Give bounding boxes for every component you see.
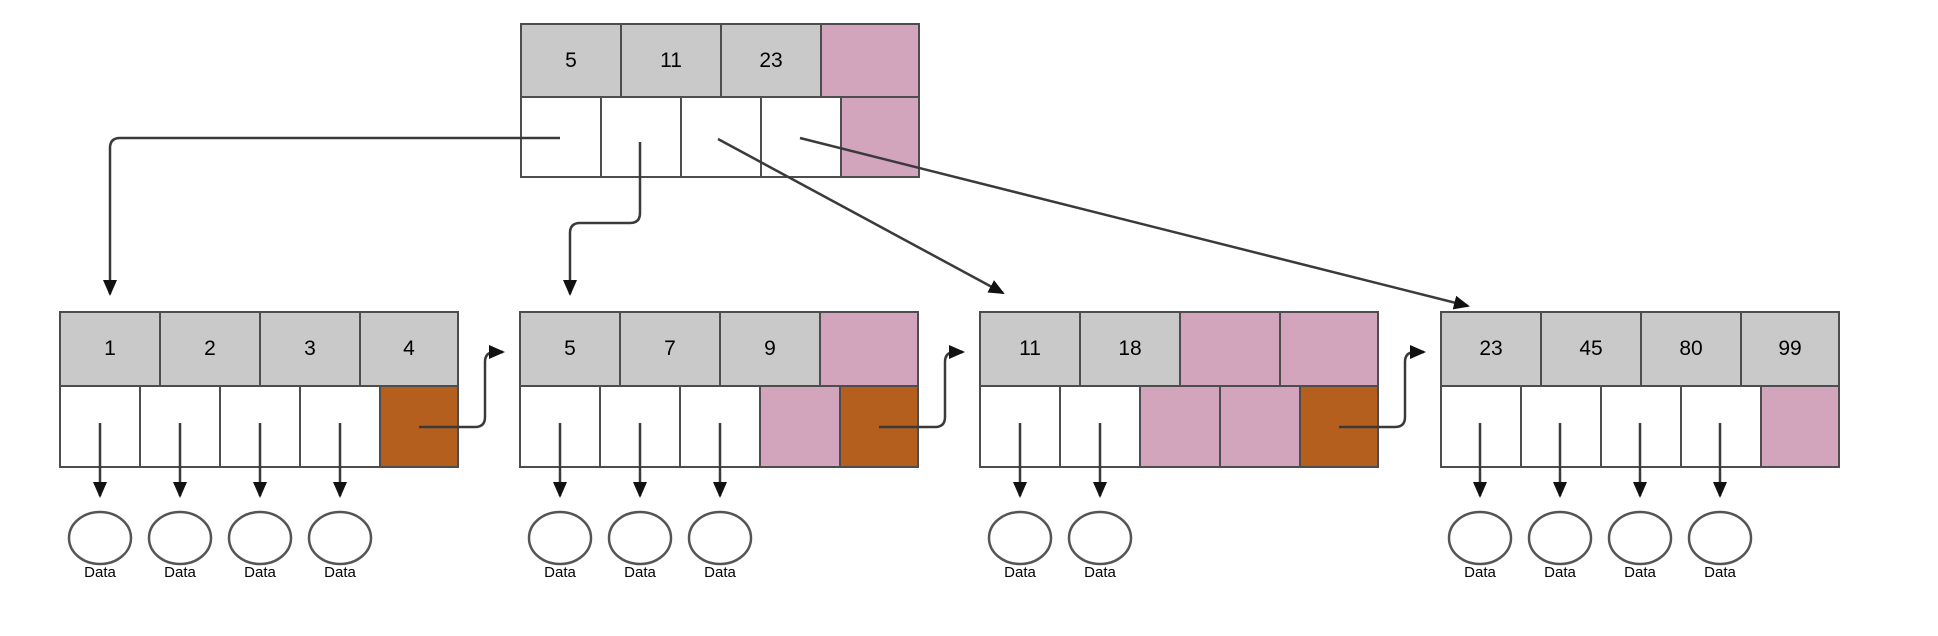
root-pointer-cell-3 xyxy=(760,96,842,178)
leaf1-next-pointer-cell xyxy=(379,385,459,468)
leaf3-empty-pointer-cell-0 xyxy=(1139,385,1221,468)
leaf1-key-cell-3: 4 xyxy=(359,311,459,387)
leaf4-key-cell-3: 99 xyxy=(1740,311,1840,387)
leaf3-empty-pointer-cell-1 xyxy=(1219,385,1301,468)
leaf4-pointer-cell-0 xyxy=(1440,385,1522,468)
leaf2-pointer-cell-2 xyxy=(679,385,761,468)
data-record-label: Data xyxy=(1544,564,1576,581)
leaf3-key-row: 11 18 xyxy=(979,311,1379,387)
leaf1-pointer-cell-3 xyxy=(299,385,381,468)
data-record-circle xyxy=(1527,510,1593,566)
root-pointer-cell-0 xyxy=(520,96,602,178)
leaf3-next-pointer-cell xyxy=(1299,385,1379,468)
data-record-circle xyxy=(987,510,1053,566)
leaf1-pointer-cell-1 xyxy=(139,385,221,468)
data-record-circle xyxy=(67,510,133,566)
leaf4-key-row: 23 45 80 99 xyxy=(1440,311,1840,387)
leaf4-key-cell-0: 23 xyxy=(1440,311,1542,387)
root-node: 5 11 23 xyxy=(520,23,920,178)
leaf4-pointer-cell-3 xyxy=(1680,385,1762,468)
leaf3-pointer-row xyxy=(979,385,1379,468)
data-record-circle xyxy=(1447,510,1513,566)
root-child-arrow-1 xyxy=(103,136,560,296)
root-empty-pointer-cell xyxy=(840,96,920,178)
data-record-label: Data xyxy=(324,564,356,581)
root-pointer-cell-1 xyxy=(600,96,682,178)
data-record-label: Data xyxy=(164,564,196,581)
root-key-cell-1: 11 xyxy=(620,23,722,98)
leaf-node-1: 1 2 3 4 xyxy=(59,311,459,468)
leaf2-pointer-row xyxy=(519,385,919,468)
leaf-node-2: 5 7 9 xyxy=(519,311,919,468)
root-empty-key-cell xyxy=(820,23,920,98)
leaf4-pointer-cell-1 xyxy=(1520,385,1602,468)
data-record-circle xyxy=(607,510,673,566)
data-record-label: Data xyxy=(544,564,576,581)
leaf3-pointer-cell-0 xyxy=(979,385,1061,468)
data-record-circle xyxy=(1687,510,1753,566)
data-record-label: Data xyxy=(624,564,656,581)
data-record-circle xyxy=(227,510,293,566)
leaf4-pointer-cell-2 xyxy=(1600,385,1682,468)
leaf3-key-cell-0: 11 xyxy=(979,311,1081,387)
leaf4-key-cell-1: 45 xyxy=(1540,311,1642,387)
data-record-circle xyxy=(1607,510,1673,566)
leaf3-pointer-cell-1 xyxy=(1059,385,1141,468)
data-record-circle xyxy=(527,510,593,566)
leaf1-key-cell-2: 3 xyxy=(259,311,361,387)
leaf3-empty-key-cell-0 xyxy=(1179,311,1281,387)
data-record-label: Data xyxy=(244,564,276,581)
leaf2-pointer-cell-1 xyxy=(599,385,681,468)
leaf-node-4: 23 45 80 99 xyxy=(1440,311,1840,468)
leaf1-key-row: 1 2 3 4 xyxy=(59,311,459,387)
leaf2-pointer-cell-0 xyxy=(519,385,601,468)
root-key-cell-0: 5 xyxy=(520,23,622,98)
root-key-cell-2: 23 xyxy=(720,23,822,98)
leaf3-key-cell-1: 18 xyxy=(1079,311,1181,387)
leaf2-key-cell-1: 7 xyxy=(619,311,721,387)
data-record-circle xyxy=(147,510,213,566)
data-record-circle xyxy=(1067,510,1133,566)
leaf1-pointer-cell-0 xyxy=(59,385,141,468)
leaf2-key-row: 5 7 9 xyxy=(519,311,919,387)
leaf1-key-cell-1: 2 xyxy=(159,311,261,387)
root-pointer-row xyxy=(520,96,920,178)
leaf4-key-cell-2: 80 xyxy=(1640,311,1742,387)
leaf-node-3: 11 18 xyxy=(979,311,1379,468)
leaf2-next-pointer-cell xyxy=(839,385,919,468)
leaf1-pointer-row xyxy=(59,385,459,468)
leaf1-pointer-cell-2 xyxy=(219,385,301,468)
leaf4-empty-pointer-cell xyxy=(1760,385,1840,468)
leaf1-key-cell-0: 1 xyxy=(59,311,161,387)
data-record-label: Data xyxy=(704,564,736,581)
data-record-circle xyxy=(687,510,753,566)
data-record-label: Data xyxy=(1704,564,1736,581)
data-record-label: Data xyxy=(1624,564,1656,581)
root-key-row: 5 11 23 xyxy=(520,23,920,98)
data-record-label: Data xyxy=(1464,564,1496,581)
data-record-label: Data xyxy=(1004,564,1036,581)
leaf2-empty-pointer-cell xyxy=(759,385,841,468)
leaf2-key-cell-0: 5 xyxy=(519,311,621,387)
leaf3-empty-key-cell-1 xyxy=(1279,311,1379,387)
leaf2-empty-key-cell xyxy=(819,311,919,387)
leaf2-key-cell-2: 9 xyxy=(719,311,821,387)
data-record-label: Data xyxy=(84,564,116,581)
data-record-label: Data xyxy=(1084,564,1116,581)
data-record-circle xyxy=(307,510,373,566)
leaf4-pointer-row xyxy=(1440,385,1840,468)
root-pointer-cell-2 xyxy=(680,96,762,178)
